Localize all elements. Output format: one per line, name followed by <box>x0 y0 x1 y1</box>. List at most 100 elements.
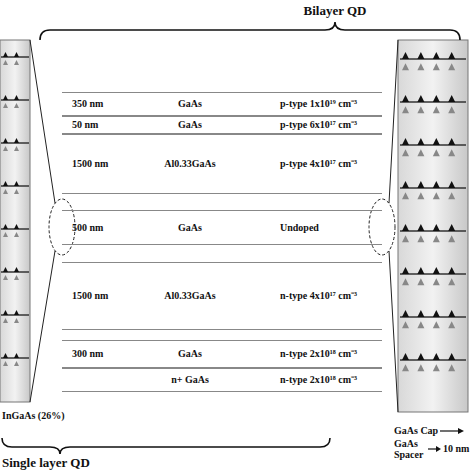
zoom-ellipse <box>49 199 75 255</box>
quantum-dot <box>433 267 440 274</box>
thickness-label: 1500 nm <box>72 290 108 302</box>
layer-band: 350 nmGaAsp-type 1x10¹⁹ cm⁻³ <box>62 92 382 116</box>
zoom-line <box>30 251 55 402</box>
quantum-dot <box>433 364 440 371</box>
quantum-dot <box>14 353 19 358</box>
zoom-line <box>389 40 398 203</box>
quantum-dot <box>3 95 8 100</box>
quantum-dot <box>402 181 409 188</box>
quantum-dot <box>3 181 8 186</box>
quantum-dot <box>402 310 409 317</box>
quantum-dot <box>448 235 455 242</box>
layer-band: 300 nm GaAs n-type 2x10¹⁸ cm⁻³ <box>62 340 382 368</box>
quantum-dot <box>448 52 455 59</box>
group-title: Single layer QD <box>2 456 90 470</box>
thickness-label: 1500 nm <box>72 158 108 170</box>
layer-band: 500 nmGaAsUndoped <box>62 210 382 245</box>
quantum-dot <box>448 224 455 231</box>
quantum-dot <box>402 235 409 242</box>
quantum-dot <box>448 63 455 70</box>
quantum-dot <box>14 138 19 143</box>
quantum-dot <box>3 138 8 143</box>
quantum-dot <box>433 192 440 199</box>
quantum-dot <box>448 364 455 371</box>
quantum-dot <box>417 192 424 199</box>
quantum-dot <box>402 364 409 371</box>
quantum-dot <box>402 192 409 199</box>
group-title: Bilayer QD <box>304 4 367 18</box>
quantum-dot <box>402 353 409 360</box>
quantum-dot <box>402 138 409 145</box>
quantum-dot <box>433 224 440 231</box>
quantum-dot <box>3 224 8 229</box>
quantum-dot <box>417 52 424 59</box>
quantum-dot <box>14 224 19 229</box>
quantum-dot <box>3 189 8 194</box>
quantum-dot <box>417 364 424 371</box>
quantum-dot <box>14 95 19 100</box>
quantum-dot <box>448 138 455 145</box>
brace <box>2 438 330 454</box>
zoom-ellipse <box>369 199 395 255</box>
doping-label: p-type 4x10¹⁷ cm⁻³ <box>280 158 357 170</box>
quantum-dot <box>448 95 455 102</box>
zoom-panel <box>0 40 30 402</box>
quantum-dot <box>417 63 424 70</box>
doping-label: n-type 2x10¹⁸ cm⁻³ <box>280 374 357 386</box>
quantum-dot <box>417 235 424 242</box>
quantum-dot <box>3 267 8 272</box>
quantum-dot <box>448 353 455 360</box>
thickness-label: 300 nm <box>72 348 103 360</box>
quantum-dot <box>3 275 8 280</box>
layer-band: 50 nmGaAsp-type 6x10¹⁷ cm⁻³ <box>62 116 382 134</box>
layer-band: n+ GaAs n-type 2x10¹⁸ cm⁻³ <box>62 368 382 392</box>
zoom-line <box>30 40 55 203</box>
quantum-dot <box>417 224 424 231</box>
quantum-dot <box>433 63 440 70</box>
quantum-dot <box>448 321 455 328</box>
quantum-dot <box>433 52 440 59</box>
quantum-dot <box>448 106 455 113</box>
quantum-dot <box>433 106 440 113</box>
quantum-dot <box>433 321 440 328</box>
doping-label: n-type 4x10¹⁷ cm⁻³ <box>280 290 357 302</box>
quantum-dot <box>417 353 424 360</box>
quantum-dots <box>1 52 29 366</box>
quantum-dot <box>448 310 455 317</box>
quantum-dot <box>14 146 19 151</box>
doping-label: n-type 2x10¹⁸ cm⁻³ <box>280 348 357 360</box>
layer-label: InGaAs (26%) <box>2 410 65 421</box>
quantum-dot <box>402 267 409 274</box>
quantum-dot <box>14 103 19 108</box>
quantum-dot <box>417 181 424 188</box>
material-label: Al0.33GaAs <box>164 158 215 170</box>
quantum-dot <box>402 224 409 231</box>
quantum-dot <box>14 232 19 237</box>
quantum-dot <box>417 321 424 328</box>
quantum-dot <box>14 267 19 272</box>
material-label: GaAs <box>178 348 202 360</box>
quantum-dot <box>3 52 8 57</box>
quantum-dot <box>417 95 424 102</box>
quantum-dot <box>3 361 8 366</box>
dimension: 10 nm <box>443 443 469 454</box>
quantum-dot <box>402 106 409 113</box>
quantum-dot <box>433 353 440 360</box>
quantum-dot <box>433 310 440 317</box>
quantum-dot <box>417 149 424 156</box>
quantum-dot <box>402 321 409 328</box>
quantum-dot <box>14 361 19 366</box>
quantum-dot <box>3 318 8 323</box>
quantum-dot <box>433 138 440 145</box>
thickness-label: 350 nm <box>72 98 103 110</box>
material-label: GaAs <box>178 222 202 234</box>
layer-band: 1500 nmAl0.33GaAsn-type 4x10¹⁷ cm⁻³ <box>62 262 382 330</box>
material-label: n+ GaAs <box>171 374 209 386</box>
leader-arrow <box>440 430 458 431</box>
brace <box>40 22 460 40</box>
quantum-dot <box>448 267 455 274</box>
quantum-dot <box>417 310 424 317</box>
quantum-dot <box>433 181 440 188</box>
quantum-dot <box>448 278 455 285</box>
